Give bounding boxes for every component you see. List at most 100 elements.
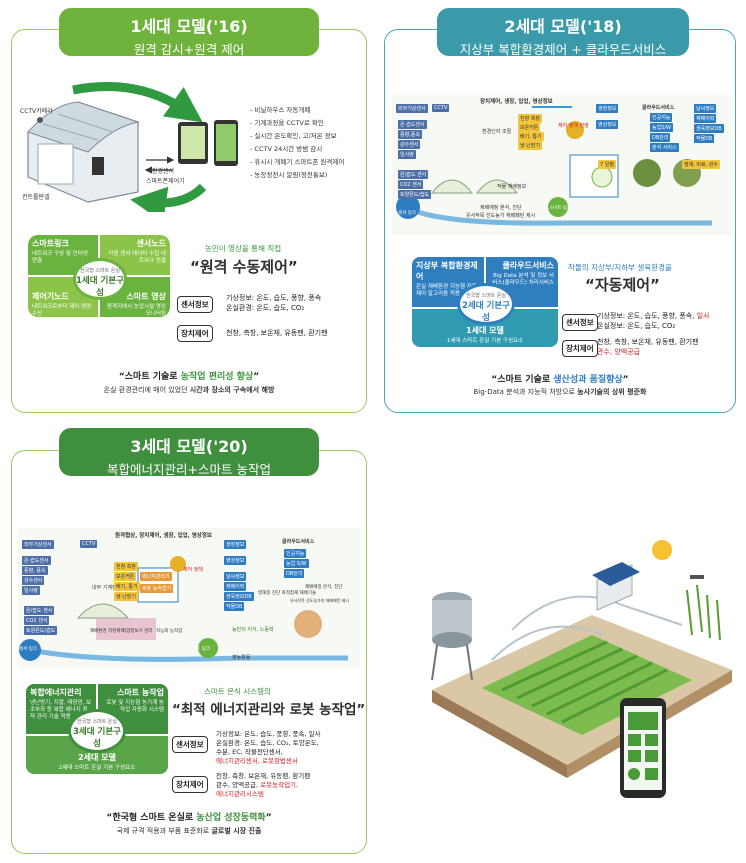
gen1-feature: - 기계과정을 CCTV로 확인 (250, 119, 324, 127)
control-line: 관수, 양액공급, (216, 781, 261, 789)
gen1-greenhouse-illustration (27, 82, 238, 212)
gen1-window-label: 컨트롤판넬 (22, 194, 50, 201)
gen3-diag-label: 작업정보기 관리 (122, 629, 153, 634)
sensor-line: 온실환경: 온도, 습도, CO₂ (226, 304, 305, 312)
gen1-footer-main: “스마트 기술로 농작업 편리성 향상” (11, 369, 367, 382)
gen2-diag-label: 생장정보 (596, 104, 619, 113)
gen2-diag-label: 재배이력 (694, 114, 717, 123)
gen2-quad-base: 1세대 모델 1세대 스마트 온실 기본 구성요소 (412, 309, 558, 347)
gen3-diag-label: 농업 S/W (284, 559, 309, 568)
quad-title: 클라우드서비스 (502, 261, 554, 270)
gen2-diag-label: 천창 측창 (518, 114, 542, 123)
gen3-diag-label: 유사작목 선도농가의 재배패턴 제시 (290, 598, 350, 603)
control-line: 천창, 측창, 보온재, 유동팬, 환기팬 (597, 338, 699, 346)
gen3-diag-label: 온·습도센서 (22, 556, 51, 565)
gen2-diag-label: 작물 재배정보 (497, 184, 527, 190)
gen3-diag-label: 로봇 농작업기 (140, 584, 174, 593)
quad-title: 스마트 농작업 (117, 688, 164, 697)
gen3-intro: 스마트 온식 시스템의 (204, 687, 271, 696)
footer-sub-text: 국제 규격 적용과 부품 표준화로 (116, 827, 212, 835)
gen3-diag-label: 온/습도 센서 (24, 606, 55, 615)
quad-desc: 로봇 및 지능형 농기계 농작업 자동화 시스템 (106, 700, 164, 713)
gen3-control-info: 천창, 측창, 보온재, 유동팬, 환기팬 관수, 양액공급, 로봇농작업기, … (216, 772, 310, 799)
gen2-diag-label: 제어 정책 반영 (558, 123, 589, 129)
gen3-diag-label: 병해충 진단 최적접재 재배기술 (258, 591, 317, 596)
gen3-diag-label: 냉·난방기 (114, 592, 138, 601)
gen3-diag-label: 지능화 농작업 (156, 629, 183, 634)
gen3-diag-label: DB관리 (284, 569, 305, 578)
quad-desc: 2세대 스마트 온실 기본 구성요소 (58, 765, 136, 771)
gen2-diag-label: 제배예정 분석, 진단 (480, 205, 522, 211)
gen1-center-circle: 한국형 스마트 온실 1세대 기본구성 (73, 258, 127, 300)
sensor-highlight: 일사 (696, 312, 710, 320)
control-line: 천창, 측창, 보온재, 유동팬, 환기팬 (226, 329, 328, 337)
gen3-diag-label: 날씨정보 (224, 572, 247, 581)
gen2-diag-label: 농업S/W (650, 123, 674, 132)
gen3-diag-label: 영농활동 (232, 655, 251, 661)
footer-sub-text: 온실 환경관리에 매어 있었던 (103, 386, 190, 394)
sensor-line: 기상정보: 온도, 습도, 풍향, 풍속, (597, 312, 697, 320)
gen2-diag-label: 인공지능 (650, 113, 673, 122)
gen1-feature: - 휴시시 개폐기 스마트폰 원격제어 (250, 158, 345, 166)
gen1-cctv-label: CCTV카메라 (20, 108, 53, 115)
gen2-diag-label: 영상정보 (596, 120, 619, 129)
gen2-sensor-info: 기상정보: 온도, 습도, 풍향, 풍속, 일사 온실정보: 온도, 습도, C… (597, 311, 710, 331)
gen3-headline: “최적 에너지관리와 로봇 농작업” (172, 702, 366, 718)
gen3-diag-label: 인공지능 (284, 549, 307, 558)
gen3-diag-label: 클라우드서비스 (282, 539, 315, 545)
center-main: 3세대 기본구성 (73, 727, 121, 749)
gen3-diag-label: 내부 기계장치 (92, 585, 122, 591)
gen1-feature: - 농장정전시 알림(정전통보) (250, 171, 328, 179)
control-highlight: 로봇농작업기, (260, 781, 299, 789)
quad-title: 2세대 모델 (78, 753, 116, 762)
footer-text: ” (253, 372, 260, 382)
gen2-diag-label: 온·습도센서 (398, 120, 427, 129)
gen3-diag-label: 제어 정책 (183, 567, 203, 573)
gen2-diag-label: 생육정보DB (694, 124, 724, 133)
gen3-diag-label: 강수센서 (22, 576, 45, 585)
center-main: 2세대 기본구성 (462, 301, 510, 323)
footer-sub-bold: 시간과 장소의 구속에서 해방 (189, 386, 275, 394)
gen1-headline: “원격 수동제어” (190, 258, 298, 276)
gen2-diag-label: 날씨정보 (694, 104, 717, 113)
footer-sub-text: Big-Data 분석과 지능적 처방으로 (473, 388, 578, 396)
gen2-diag-label: 7 일별 (598, 160, 616, 169)
gen2-subtitle: 지상부 복합환경제어 + 클라우드서비스 (459, 42, 667, 57)
gen3-diag-label: 재배환경 지원제어 (90, 629, 125, 634)
quad-desc: 네트워크로부터 제어 명령 수신 (32, 304, 92, 317)
gen2-diag-label: 토양온도/습도 (398, 190, 432, 199)
gen2-diag-label: DB관리 (650, 133, 671, 142)
gen2-sensor-badge: 센서정보 (562, 314, 598, 331)
sensor-line: 수분, EC, 작물전단센서, (216, 748, 283, 756)
gen2-diag-label: 배기, 통기 (518, 132, 544, 141)
gen3-sensor-badge: 센서정보 (172, 736, 208, 753)
gen2-diag-label: 스마트 링크 (549, 206, 572, 211)
gen2-diag-label: 유사작목 선도농가 재배패턴 제시 (466, 213, 536, 219)
gen3-diag-label: 에너지관리기 (140, 572, 172, 581)
sensor-highlight: 에너지관리센서, 로봇항법센서 (216, 757, 298, 765)
quad-desc: 네트워크 구성 및 인터넷 연결 (32, 251, 88, 264)
gen2-title: 2세대 모델('18) (504, 17, 622, 36)
center-small: 한국형 스마트 온실 (80, 268, 120, 274)
gen3-diag-label: CO2 센서 (24, 616, 50, 625)
sensor-line: 온실환경: 온도, 습도, CO₂, 토양온도, (216, 739, 319, 747)
quad-desc: 각종 센서 데이터 수집 네트워크 연결 (108, 251, 166, 264)
gen3-diag-label: 재배이력 (224, 582, 247, 591)
gen3-subtitle: 복합에너지관리+스마트 농작업 (107, 462, 271, 477)
footer-text: ” (622, 375, 629, 385)
gen3-title: 3세대 모델('20) (130, 437, 248, 456)
footer-text: “한국형 스마트 온실로 (106, 813, 197, 823)
gen2-diag-label: CCTV (432, 104, 450, 112)
gen3-diag-label: 스마트 링크 (188, 647, 211, 652)
gen2-diag-label: 온/습도 센서 (398, 170, 429, 179)
gen3-header: 3세대 모델('20) 복합에너지관리+스마트 농작업 (59, 428, 319, 477)
gen2-diag-label: 분석 서비스 (650, 143, 679, 152)
gen3-diag-label: 농민의 지식, 노동력 (232, 627, 274, 633)
control-line: 천창, 측창, 보온재, 유동팬, 환기팬 (216, 772, 311, 780)
gen3-diag-label: 풍향, 풍속 (22, 566, 48, 575)
sensor-line: 온실정보: 온도, 습도, CO₂ (597, 322, 676, 330)
quad-title: 복합에너지관리 (30, 688, 82, 697)
gen2-footer-sub: Big-Data 분석과 지능적 처방으로 농사기술의 상위 평준화 (384, 387, 736, 397)
gen1-title: 1세대 모델('16) (130, 17, 248, 36)
gen2-control-badge: 장치제어 (562, 340, 598, 357)
